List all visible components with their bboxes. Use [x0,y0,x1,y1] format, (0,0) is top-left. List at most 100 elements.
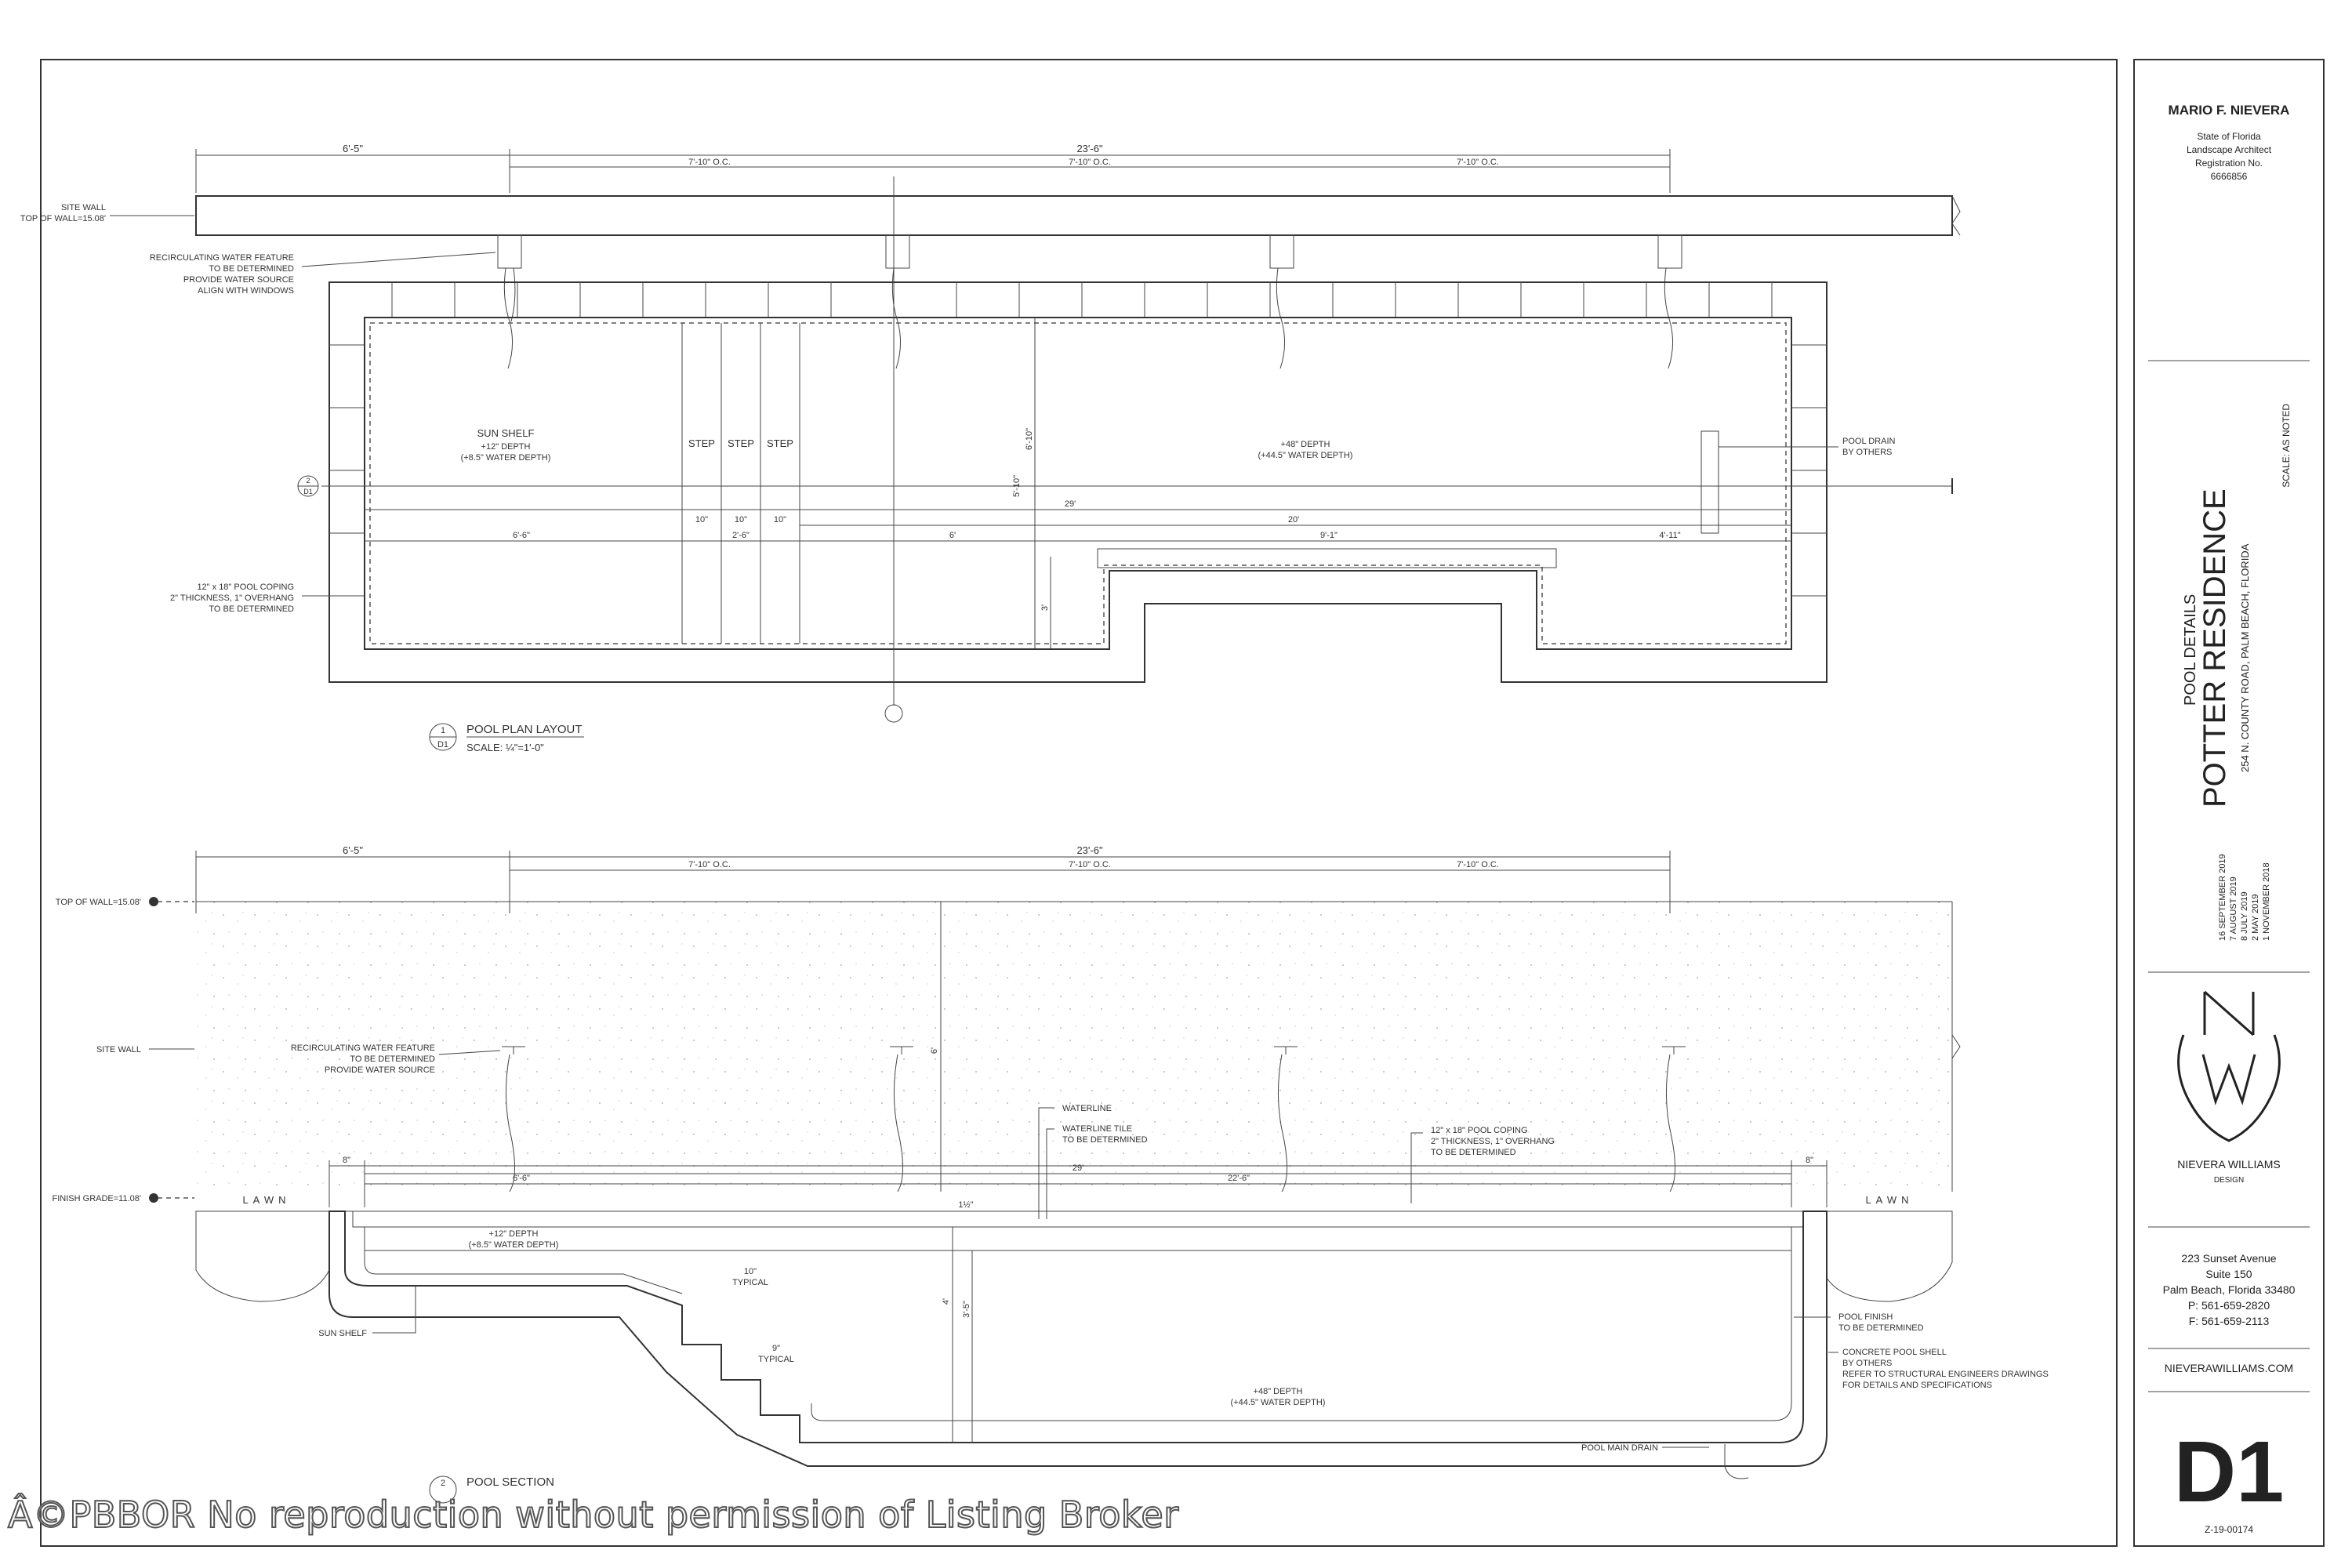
revision-date-2: 7 AUGUST 2019 [2229,877,2238,941]
section-marker-bottom-circle [884,704,903,723]
section-title-number: 2 [441,1479,445,1488]
plan-dim-row-3: 10" [735,515,747,524]
section-deep-depth: +48" DEPTH [1254,1387,1303,1396]
titleblock-border [2133,59,2325,1547]
section-coping-note-3: TO BE DETERMINED [1431,1148,1516,1157]
sun-shelf-title: SUN SHELF [477,427,535,439]
top-of-wall-label: TOP OF WALL=15.08' [20,214,106,223]
plan-dim-oc-1: 7'-10" O.C. [688,158,731,167]
typical-10: 10" [744,1267,757,1276]
pool-drain-note-1: POOL DRAIN [1842,437,1895,446]
section-marker-bottom: D1 [303,488,313,495]
lawn-left [195,1210,330,1302]
address-line-1: 223 Sunset Avenue [2181,1252,2276,1265]
typical-9: 9" [772,1344,780,1353]
section-dim-oc-2: 7'-10" O.C. [1069,860,1111,869]
plan-title-text: POOL PLAN LAYOUT [466,723,583,736]
section-marker-top: 2 [306,477,310,485]
pool-finish-note-1: POOL FINISH [1838,1312,1893,1322]
plan-dim-vertical-3: 3' [1040,604,1050,611]
section-shelf-water-depth: (+8.5" WATER DEPTH) [469,1240,559,1250]
project-address: 254 N. COUNTY ROAD, PALM BEACH, FLORIDA [2239,543,2251,772]
plan-coping-note-2: 2" THICKNESS, 1" OVERHANG [170,593,294,603]
plan-site-wall [195,195,1953,236]
revision-date-4: 2 MAY 2019 [2251,894,2260,941]
plan-dim-29: 29' [1065,499,1076,509]
plan-dim-left: 6'-5" [343,143,363,154]
pool-plan-layout: 6'-5" 23'-6" 7'-10" O.C. 7'-10" O.C. 7'-… [20,143,1961,753]
plan-dim-row-4: 10" [774,515,786,524]
section-top-of-wall: TOP OF WALL=15.08' [56,898,141,907]
architect-name: MARIO F. NIEVERA [2169,103,2290,118]
section-coping-note-1: 12" x 18" POOL COPING [1431,1126,1528,1135]
license-line-1: State of Florida [2197,131,2261,142]
section-dim-6: 6' [930,1047,939,1054]
section-shelf-depth: +12" DEPTH [489,1229,539,1239]
plan-title-sheet: D1 [437,740,448,750]
section-dim-8-left: 8" [343,1156,350,1165]
waterline-note-3: TO BE DETERMINED [1062,1135,1148,1145]
revision-date-1: 16 SEPTEMBER 2019 [2218,854,2227,941]
license-line-3: Registration No. [2195,158,2263,169]
section-dim-left: 6'-5" [343,844,363,856]
section-dim-total: 23'-6" [1076,844,1103,856]
plan-water-feature-note-1: RECIRCULATING WATER FEATURE [150,253,294,263]
section-dim-3-5: 3'-5" [962,1301,971,1318]
concrete-shell-note-4: FOR DETAILS AND SPECIFICATIONS [1842,1381,1992,1390]
plan-coping-note-3: TO BE DETERMINED [209,604,294,614]
plan-dim-total: 23'-6" [1076,143,1103,154]
plan-dim-vertical-1: 6'-10" [1025,428,1034,450]
plan-title-number: 1 [441,726,445,735]
fax: F: 561-659-2113 [2189,1315,2270,1327]
section-coping [352,1210,1804,1228]
scale-note: SCALE: AS NOTED [2281,404,2292,488]
waterline-tile-band [364,1226,1792,1251]
plan-dim-row-5: 2'-6" [732,531,750,540]
plan-pool-water [364,317,1792,650]
phone: P: 561-659-2820 [2188,1299,2270,1312]
lawn-right [1826,1210,1953,1302]
concrete-shell-note-2: BY OTHERS [1842,1359,1892,1368]
section-water-feature-note-2: TO BE DETERMINED [350,1054,435,1064]
section-finish-grade: FINISH GRADE=11.08' [53,1194,141,1203]
plan-dim-row-2: 10" [695,515,708,524]
concrete-pool-shell [328,1210,1828,1467]
section-dim-1-half: 1½" [958,1200,973,1210]
firm-website: NIEVERAWILLIAMS.COM [2165,1362,2293,1374]
section-dim-oc-1: 7'-10" O.C. [688,860,731,869]
plan-dim-20: 20' [1288,515,1299,524]
plan-title-scale: SCALE: ¼"=1'-0" [466,742,544,753]
sun-shelf-label: SUN SHELF [318,1329,367,1338]
step-label-2: STEP [728,437,754,449]
address-line-3: Palm Beach, Florida 33480 [2163,1283,2296,1296]
firm-subtitle: DESIGN [2214,1176,2244,1185]
section-title-marker [429,1475,457,1504]
firm-logo [2177,990,2281,1142]
section-dim-6-6: 6'-6" [513,1174,530,1183]
section-deep-water-depth: (+44.5" WATER DEPTH) [1231,1398,1326,1407]
pool-section: 6'-5" 23'-6" 7'-10" O.C. 7'-10" O.C. 7'-… [53,844,2049,1504]
site-wall-label: SITE WALL [61,203,106,212]
revision-date-3: 8 JULY 2019 [2240,891,2249,941]
plan-dim-row-1: 6'-6" [513,531,530,540]
pool-main-drain-note: POOL MAIN DRAIN [1581,1443,1658,1453]
section-dim-oc-3: 7'-10" O.C. [1457,860,1499,869]
plan-dim-row-6: 6' [949,531,956,540]
license-line-2: Landscape Architect [2187,144,2272,155]
typical-10-label: TYPICAL [732,1278,768,1287]
address-line-2: Suite 150 [2205,1268,2252,1280]
concrete-shell-note-3: REFER TO STRUCTURAL ENGINEERS DRAWINGS [1842,1370,2049,1379]
pool-finish-note-2: TO BE DETERMINED [1838,1323,1924,1333]
titleblock: MARIO F. NIEVERA State of Florida Landsc… [2148,103,2310,1535]
sun-shelf-water-depth: (+8.5" WATER DEPTH) [461,453,551,463]
watermark: Â©PBBOR No reproduction without permissi… [7,1493,1179,1537]
firm-name: NIEVERA WILLIAMS [2177,1158,2280,1171]
lawn-label-left: LAWN [242,1194,290,1206]
project-number: Z-19-00174 [2205,1524,2253,1535]
plan-coping-note-1: 12" x 18" POOL COPING [197,583,294,592]
plan-dim-vertical-2: 5'-10" [1012,475,1022,497]
concrete-shell-note-1: CONCRETE POOL SHELL [1842,1348,1947,1357]
drawing-border [40,59,2118,1547]
section-site-wall [196,902,1952,1192]
